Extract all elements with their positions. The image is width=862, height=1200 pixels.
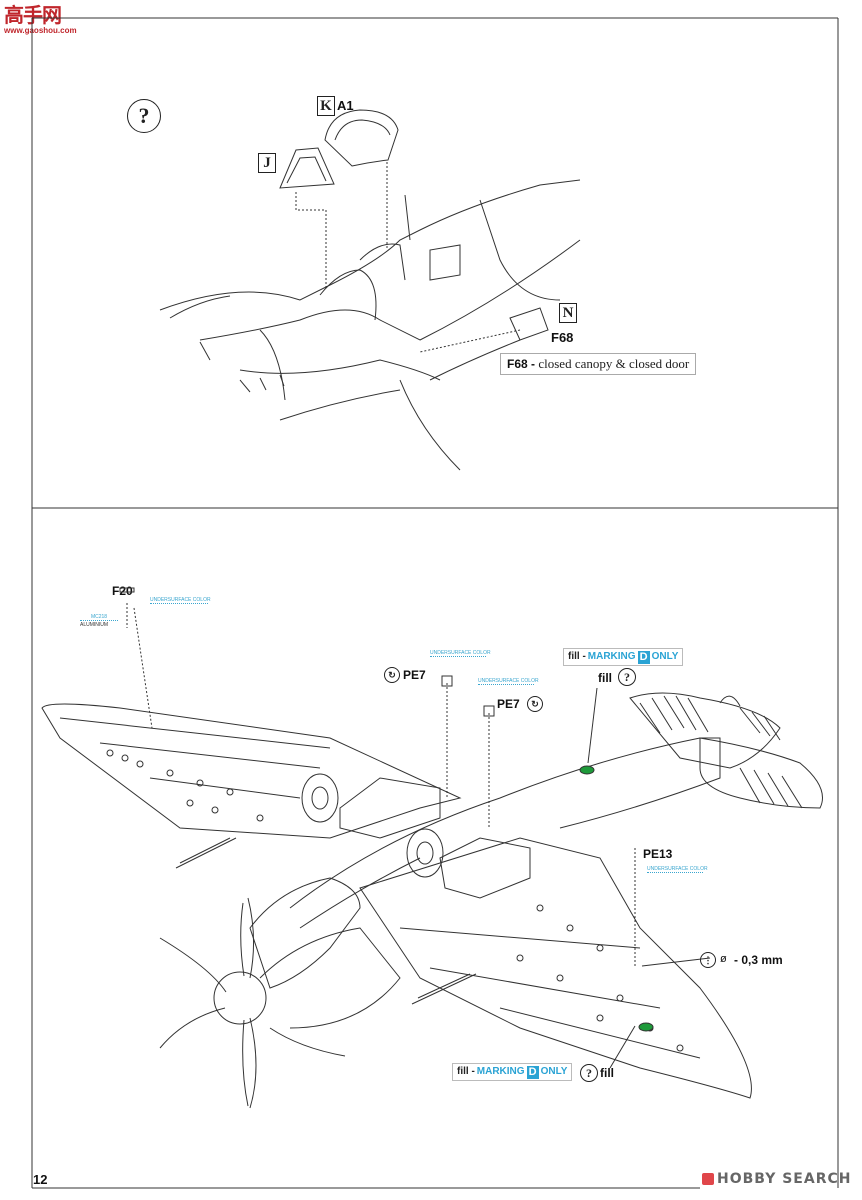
drill-size: - 0,3 mm: [734, 953, 783, 967]
hobby-search-text: HOBBY SEARCH: [717, 1171, 852, 1187]
only-word-b: ONLY: [540, 1066, 568, 1077]
pe7b-paint: UNDERSURFACE COLOR: [478, 678, 539, 685]
drill-icon: ⋮: [700, 952, 716, 968]
fill-prefix: fill -: [568, 651, 586, 662]
watermark-url: www.gaoshou.com: [4, 26, 77, 35]
part-label-pe7-a: PE7: [403, 668, 426, 682]
caption-text: closed canopy & closed door: [538, 356, 690, 371]
drill-symbol: ø: [720, 953, 727, 965]
question-icon-top: ?: [618, 668, 636, 686]
fill-marking-bottom: fill - MARKING D ONLY: [452, 1063, 573, 1081]
part-tree-k: K: [317, 96, 335, 116]
fill-text-bottom: fill: [600, 1066, 614, 1080]
marking-word-b: MARKING: [476, 1066, 525, 1077]
fill-prefix-b: fill -: [457, 1066, 475, 1077]
part-label-pe7-b: PE7: [497, 697, 520, 711]
f20-paint-color: UNDERSURFACE COLOR: [150, 597, 211, 604]
fill-marking-top: fill - MARKING D ONLY: [563, 648, 684, 666]
marking-word: MARKING: [587, 651, 636, 662]
canopy-caption: F68 - closed canopy & closed door: [500, 353, 697, 375]
rotate-icon: ↻: [384, 667, 400, 683]
fuselage-cockpit-drawing: [159, 109, 581, 471]
part-tree-j: J: [258, 153, 276, 173]
page-number: 12: [33, 1172, 48, 1187]
f20-paint-code: MC218: [80, 614, 118, 621]
watermark-logo-text: 高手网: [4, 3, 62, 27]
question-mark-icon: ?: [127, 99, 161, 133]
part-tree-n: N: [559, 303, 577, 323]
pe7a-paint: UNDERSURFACE COLOR: [430, 650, 491, 657]
part-label-a1: A1: [337, 98, 354, 113]
rotate-icon-2: ↻: [527, 696, 543, 712]
marking-letter: D: [637, 650, 650, 664]
aircraft-underside-drawing: [41, 587, 823, 1109]
marking-letter-b: D: [526, 1065, 539, 1079]
pe13-paint: UNDERSURFACE COLOR: [647, 866, 708, 873]
part-label-f68: F68: [551, 330, 574, 345]
part-label-pe13: PE13: [643, 847, 673, 861]
f20-paint-name: ALUMINIUM: [80, 622, 109, 628]
hobby-search-watermark: HOBBY SEARCH: [702, 1171, 851, 1187]
watermark-logo: 高手网 www.gaoshou.com: [4, 3, 77, 38]
caption-code: F68 -: [507, 357, 536, 371]
question-icon-bottom: ?: [580, 1064, 598, 1082]
hobby-search-icon: [702, 1173, 714, 1185]
only-word: ONLY: [651, 651, 679, 662]
fill-text-top: fill: [598, 671, 612, 685]
